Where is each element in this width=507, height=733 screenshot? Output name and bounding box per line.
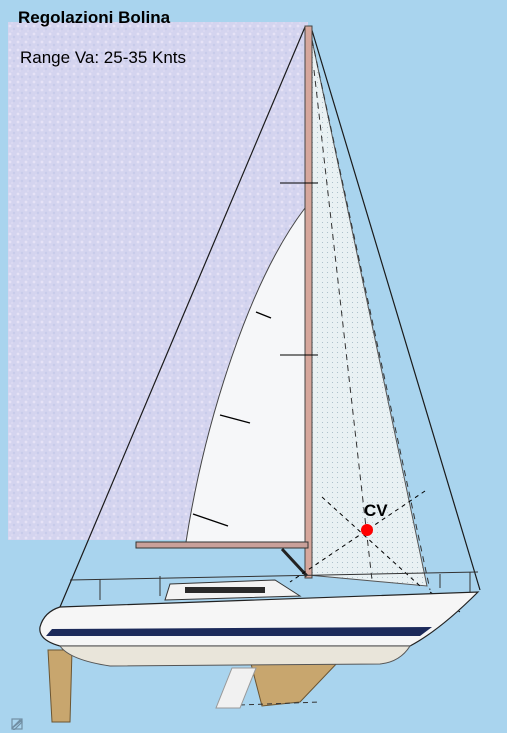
cabin-window <box>185 587 265 593</box>
batten <box>255 311 272 319</box>
lifeline <box>69 571 479 581</box>
boom-vang <box>280 547 309 578</box>
cv-label: CV <box>364 501 388 520</box>
keel <box>249 659 342 707</box>
pencil-icon[interactable] <box>11 718 80 730</box>
hull <box>39 591 480 647</box>
jib-fold-line <box>311 39 431 591</box>
diagram-title: Regolazioni Bolina <box>18 8 171 27</box>
jib-fold-line <box>313 69 373 581</box>
mast <box>304 25 313 579</box>
page-icon[interactable] <box>11 718 52 730</box>
rudder-shadow <box>215 667 257 709</box>
wind-range-label: Range Va: 25-35 Knts <box>20 48 187 67</box>
cv-construction-line <box>289 490 426 583</box>
backstay <box>59 26 306 608</box>
hull-underbody <box>59 645 411 667</box>
boom <box>135 541 309 549</box>
image-toolbar <box>10 718 80 730</box>
rudder <box>47 649 73 723</box>
mainsail <box>185 206 306 543</box>
cv-construction-line <box>321 496 421 587</box>
batten <box>192 513 229 527</box>
waterline-dash <box>239 701 321 706</box>
center-of-effort-dot <box>361 524 373 536</box>
batten <box>219 414 251 424</box>
forestay <box>310 26 481 591</box>
hull-stripe <box>46 627 432 636</box>
